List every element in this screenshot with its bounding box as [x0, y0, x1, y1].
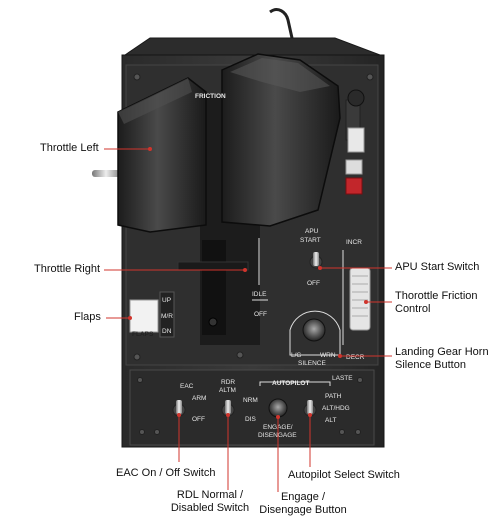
callout-throttle-left: Throttle Left [40, 142, 99, 154]
flaps-lever-handle[interactable] [129, 299, 159, 333]
althdg-label: ALT/HDG [322, 405, 350, 412]
apu-off-label: OFF [307, 280, 320, 287]
rdr-label: RDR [221, 379, 235, 386]
flaps-scale [159, 291, 175, 338]
laste-label: LASTE [332, 375, 353, 382]
cable [269, 8, 294, 39]
callout-gear-horn: Landing Gear Horn Silence Button [395, 346, 489, 372]
eac-arm-label: ARM [192, 395, 206, 402]
nrm-label: NRM [243, 397, 258, 404]
white-switch-2[interactable] [345, 159, 363, 175]
callout-rdl-switch: RDL Normal / Disabled Switch [165, 489, 255, 515]
callout-engage-line1: Engage / [280, 491, 326, 503]
throttle-right-highlight [230, 58, 330, 92]
callout-engage-line2: Disengage Button [259, 504, 347, 516]
callout-flaps: Flaps [74, 311, 101, 323]
callout-throttle-friction: Thorottle Friction Control [395, 290, 478, 316]
friction-wheel-ribs [352, 275, 368, 317]
altm-label: ALTM [219, 387, 236, 394]
decr-label: DECR [346, 354, 365, 361]
idle-off-label: OFF [254, 311, 267, 318]
autopilot-panel [129, 369, 375, 446]
friction-label: FRICTION [195, 93, 226, 100]
lg-label: L/G [291, 352, 301, 359]
callout-rdl-line2: Disabled Switch [170, 502, 250, 514]
autopilot-bracket [259, 381, 331, 386]
flaps-up-label: UP [162, 297, 171, 304]
shaft-bolt [208, 317, 218, 327]
callout-autopilot-select: Autopilot Select Switch [288, 469, 400, 481]
lever-stop [177, 261, 249, 271]
callout-gear-horn-line1: Landing Gear Horn [395, 346, 489, 358]
leader-dots [128, 147, 368, 419]
autopilot-select-switch[interactable] [307, 400, 313, 414]
screws [133, 73, 374, 435]
flaps-dn-label: DN [162, 328, 172, 335]
flaps-label: FLAPS [132, 331, 154, 338]
eac-label: EAC [180, 383, 194, 390]
rdl-switch[interactable] [225, 400, 231, 414]
callout-apu-start-switch: APU Start Switch [395, 261, 480, 273]
callout-eac-switch: EAC On / Off Switch [116, 467, 216, 479]
left-stub [92, 170, 120, 177]
leader-lines [104, 148, 392, 492]
silence-label: SILENCE [298, 360, 326, 367]
idle-label: IDLE [252, 291, 267, 298]
silence-bezel [289, 310, 341, 356]
engage-disengage-button[interactable] [268, 398, 288, 418]
wrn-label: WRN [320, 352, 336, 359]
white-switch[interactable] [347, 127, 365, 153]
gear-horn-silence-button[interactable] [302, 318, 326, 342]
apu-label: APU [305, 228, 319, 235]
flaps-mr-label: M/R [161, 313, 173, 320]
callout-gear-horn-line2: Silence Button [395, 359, 466, 371]
red-switch[interactable] [345, 177, 363, 195]
callout-rdl-line1: RDL Normal / [176, 489, 244, 501]
alt-label: ALT [325, 417, 336, 424]
throttle-right-lever[interactable] [221, 53, 341, 227]
throttle-left-highlight [118, 78, 192, 124]
incr-label: INCR [346, 239, 362, 246]
callout-throttle-friction-line2: Control [395, 303, 431, 315]
dis-label: DIS [245, 416, 257, 423]
callout-throttle-friction-line1: Thorottle Friction [395, 290, 478, 302]
start-label: START [300, 237, 321, 244]
path-label: PATH [325, 393, 342, 400]
callout-engage-button: Engage / Disengage Button [248, 491, 358, 517]
apu-start-switch[interactable] [313, 252, 319, 266]
top-knob [347, 89, 365, 107]
callout-throttle-right: Throttle Right [34, 263, 101, 275]
friction-control-wheel[interactable] [349, 267, 371, 331]
autopilot-label: AUTOPILOT [272, 380, 309, 387]
eac-switch[interactable] [176, 400, 182, 414]
eac-off-label: OFF [192, 416, 205, 423]
